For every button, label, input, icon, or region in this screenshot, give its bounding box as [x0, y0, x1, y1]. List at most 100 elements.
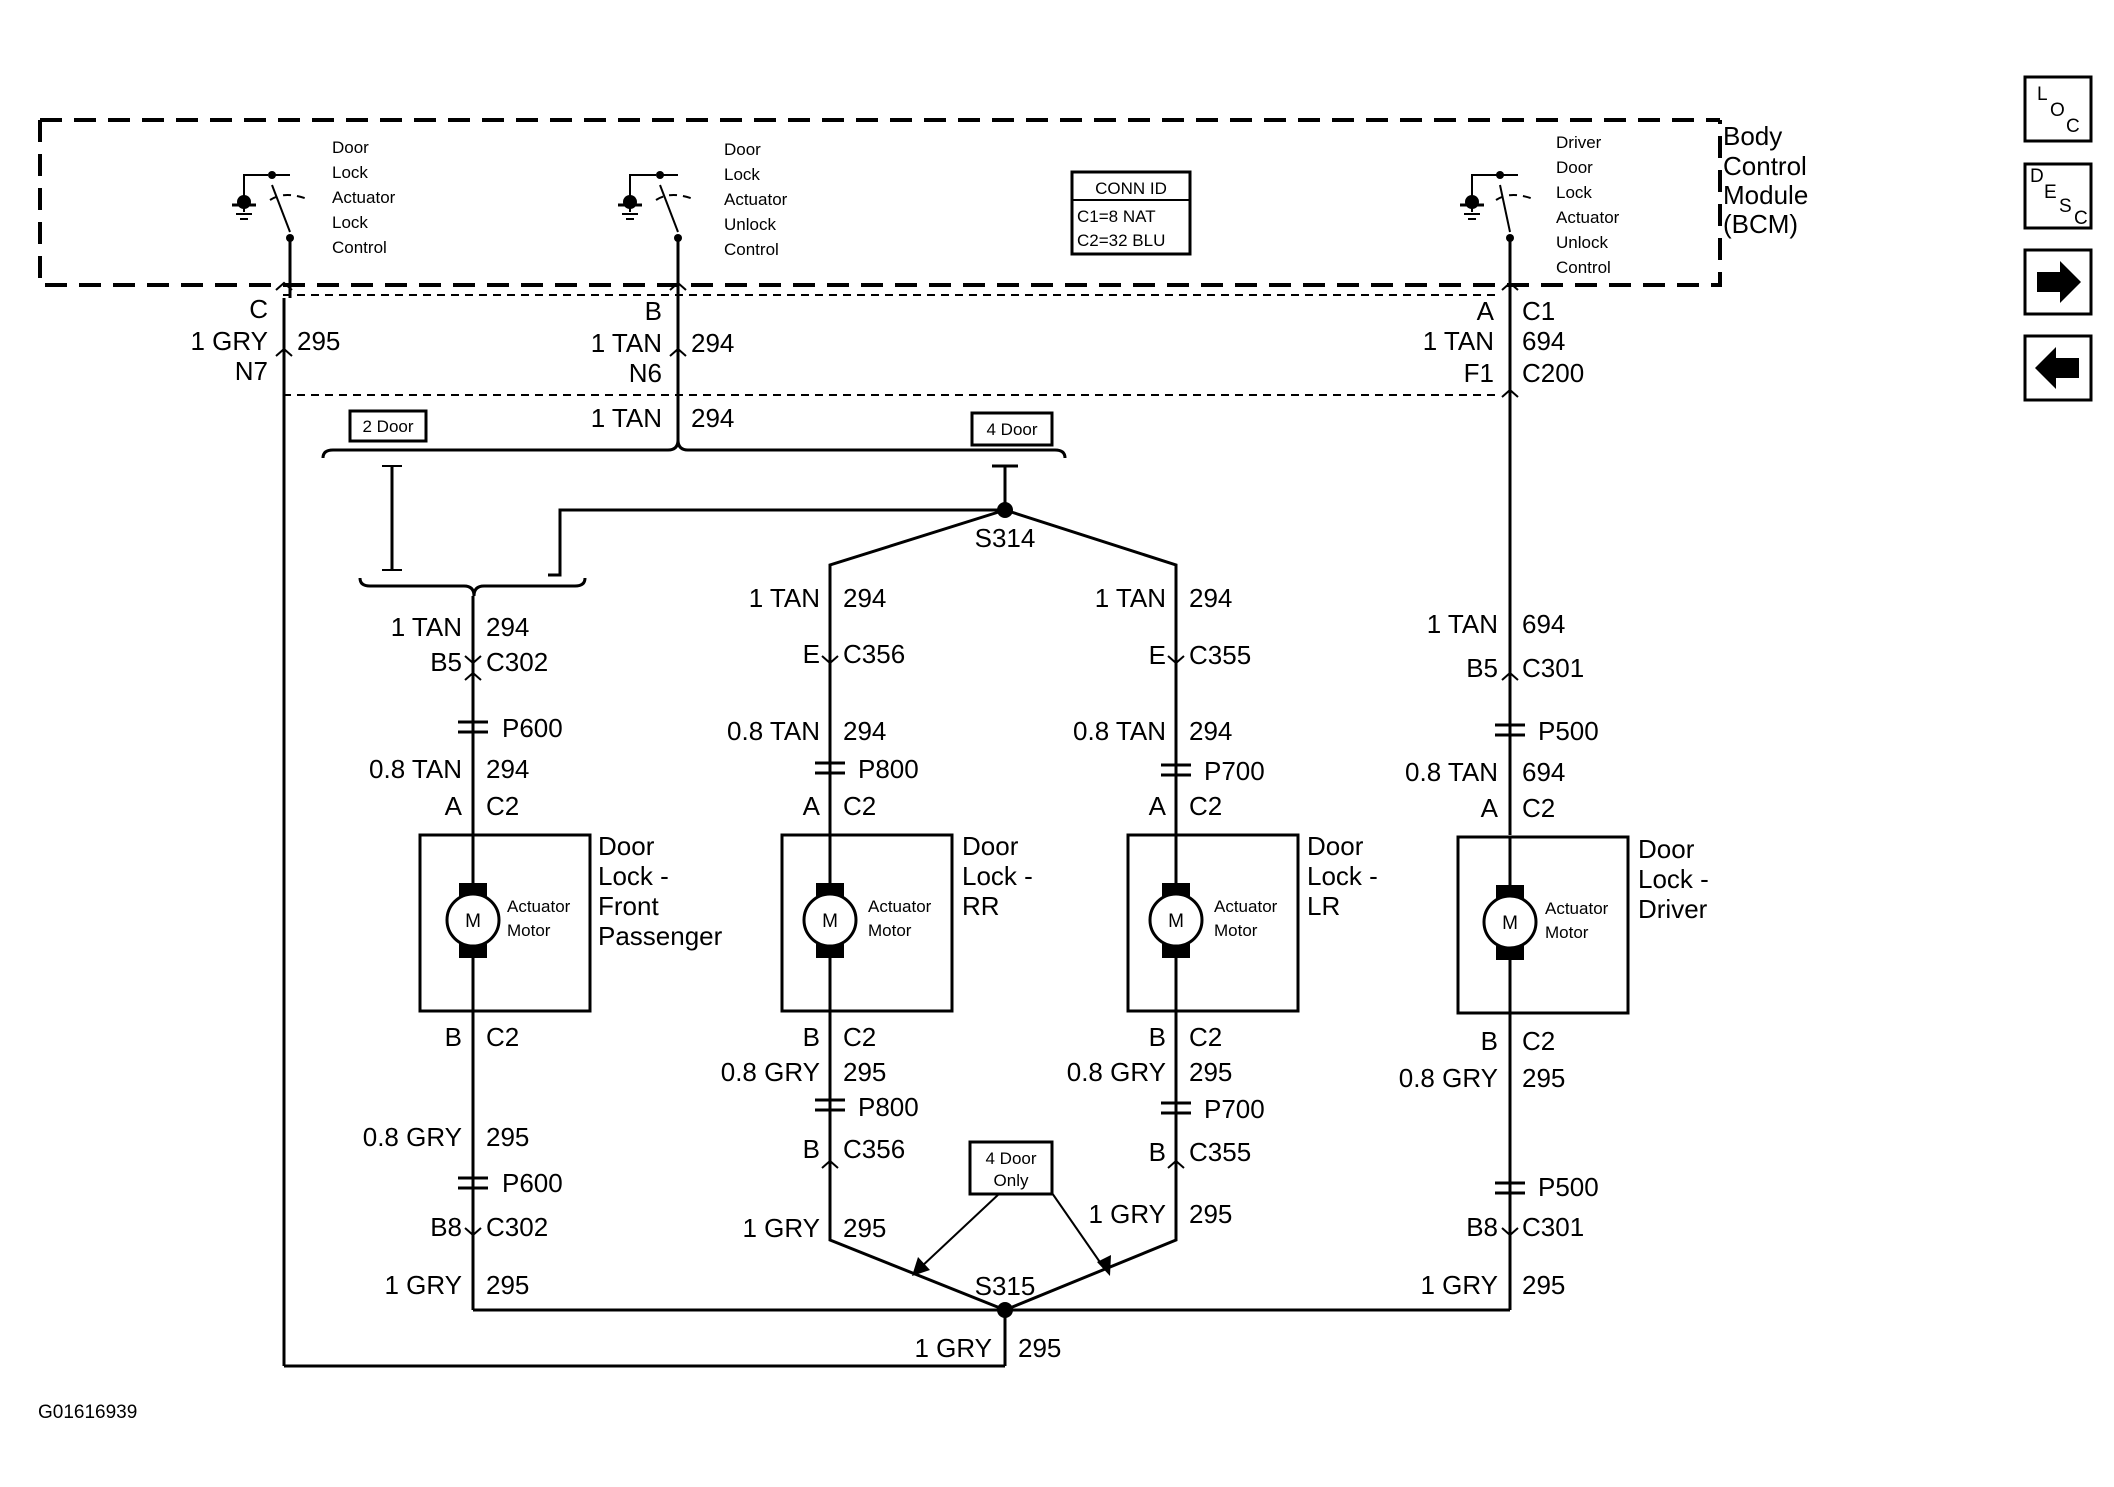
svg-text:C2: C2 — [486, 1022, 519, 1052]
svg-text:C301: C301 — [1522, 1212, 1584, 1242]
svg-text:Actuator: Actuator — [868, 897, 932, 916]
motor-symbol: M — [1502, 913, 1518, 934]
bcm-switch-driver-unlock — [1460, 171, 1537, 298]
bottom-wire-labels: 1 GRY 295 — [914, 1333, 1061, 1363]
svg-text:Door: Door — [1307, 831, 1364, 861]
svg-text:Lock: Lock — [332, 163, 368, 182]
svg-text:Control: Control — [1556, 258, 1611, 277]
bcm-title-line-3: Module — [1723, 180, 1808, 210]
svg-text:295: 295 — [1018, 1333, 1061, 1363]
option-4-door-only: 4 Door Only — [968, 1140, 1054, 1196]
svg-text:4 Door: 4 Door — [985, 1149, 1036, 1168]
svg-text:Lock: Lock — [724, 165, 760, 184]
svg-text:C2: C2 — [486, 791, 519, 821]
actuator-front-passenger: M Actuator Motor — [418, 833, 592, 1013]
svg-text:B5: B5 — [430, 647, 462, 677]
svg-text:294: 294 — [843, 716, 886, 746]
svg-text:694: 694 — [1522, 757, 1565, 787]
actuator-driver: M Actuator Motor — [1456, 835, 1630, 1015]
svg-text:B: B — [803, 1022, 820, 1052]
bcm-title-line-1: Body — [1723, 121, 1782, 151]
svg-text:Lock: Lock — [332, 213, 368, 232]
svg-text:0.8 GRY: 0.8 GRY — [363, 1122, 462, 1152]
svg-text:E: E — [2044, 182, 2057, 203]
svg-text:C302: C302 — [486, 1212, 548, 1242]
svg-text:B: B — [445, 1022, 462, 1052]
svg-text:2 Door: 2 Door — [362, 417, 413, 436]
bcm-title: Body Control Module (BCM) — [1723, 121, 1808, 239]
switch-label-driver-unlock-control: Driver Door Lock Actuator Unlock Control — [1556, 133, 1620, 277]
svg-text:Front: Front — [598, 891, 659, 921]
figure-id: G01616939 — [38, 1402, 137, 1423]
actuator-name-rr: Door Lock - RR — [962, 831, 1033, 921]
bcm-switch-unlock — [618, 171, 697, 298]
connector-marks — [275, 281, 1519, 1237]
forward-arrow-button[interactable] — [2023, 248, 2093, 316]
svg-text:694: 694 — [1522, 609, 1565, 639]
splice-s314 — [997, 502, 1013, 518]
svg-text:P500: P500 — [1538, 716, 1599, 746]
svg-text:294: 294 — [486, 612, 529, 642]
svg-text:1 TAN: 1 TAN — [1095, 583, 1166, 613]
back-arrow-button[interactable] — [2023, 334, 2093, 402]
svg-text:C356: C356 — [843, 1134, 905, 1164]
top-connector-mid-labels: B 1 TAN 294 N6 — [591, 296, 735, 388]
svg-text:P700: P700 — [1204, 1094, 1265, 1124]
svg-text:C2: C2 — [1189, 1022, 1222, 1052]
motor-symbol: M — [822, 911, 838, 932]
svg-text:A: A — [803, 791, 821, 821]
svg-text:Control: Control — [724, 240, 779, 259]
arrow-right-icon — [2037, 261, 2081, 303]
svg-text:B: B — [803, 1134, 820, 1164]
option-4-door: 4 Door — [970, 411, 1054, 447]
svg-text:Motor: Motor — [507, 921, 551, 940]
svg-text:295: 295 — [486, 1122, 529, 1152]
svg-text:D: D — [2030, 166, 2044, 187]
actuator-name-front-passenger: Door Lock - Front Passenger — [598, 831, 723, 951]
rr-column-labels: E C356 0.8 TAN 294 P800 A C2 B C2 0.8 GR… — [721, 639, 919, 1243]
svg-text:1 GRY: 1 GRY — [1420, 1270, 1498, 1300]
svg-text:L: L — [2037, 84, 2048, 105]
svg-text:C: C — [2066, 116, 2080, 137]
svg-text:Door: Door — [1638, 834, 1695, 864]
actuator-rr: M Actuator Motor — [780, 833, 954, 1013]
svg-text:P500: P500 — [1538, 1172, 1599, 1202]
motor-symbol: M — [465, 911, 481, 932]
svg-text:C356: C356 — [843, 639, 905, 669]
svg-text:Door: Door — [332, 138, 369, 157]
svg-text:Actuator: Actuator — [1214, 897, 1278, 916]
svg-text:C: C — [2074, 208, 2088, 229]
svg-text:B: B — [1481, 1026, 1498, 1056]
svg-text:P600: P600 — [502, 1168, 563, 1198]
passthrough-marks — [458, 720, 1525, 1195]
svg-text:1 TAN: 1 TAN — [591, 328, 662, 358]
svg-text:295: 295 — [1522, 1063, 1565, 1093]
motor-symbol: M — [1168, 911, 1184, 932]
svg-text:A: A — [1477, 296, 1495, 326]
svg-text:C2: C2 — [843, 1022, 876, 1052]
s314-branch-labels: 1 TAN 294 1 TAN 294 — [749, 583, 1233, 613]
conn-id-title: CONN ID — [1095, 179, 1167, 198]
svg-text:Control: Control — [332, 238, 387, 257]
svg-text:294: 294 — [1189, 716, 1232, 746]
svg-text:B8: B8 — [430, 1212, 462, 1242]
svg-text:Actuator: Actuator — [1556, 208, 1620, 227]
svg-text:O: O — [2050, 100, 2065, 121]
svg-text:Motor: Motor — [1214, 921, 1258, 940]
svg-text:N7: N7 — [235, 356, 268, 386]
top-connector-left-labels: C 1 GRY 295 N7 — [190, 294, 340, 386]
svg-text:B8: B8 — [1466, 1212, 1498, 1242]
svg-text:1 TAN: 1 TAN — [1423, 326, 1494, 356]
svg-text:Actuator: Actuator — [507, 897, 571, 916]
svg-text:C302: C302 — [486, 647, 548, 677]
svg-text:295: 295 — [843, 1213, 886, 1243]
switch-label-lock-control: Door Lock Actuator Lock Control — [332, 138, 396, 257]
conn-id-box: CONN ID C1=8 NAT C2=32 BLU — [1070, 170, 1192, 256]
svg-text:A: A — [1481, 793, 1499, 823]
svg-text:Actuator: Actuator — [332, 188, 396, 207]
loc-button[interactable]: L O C — [2023, 75, 2093, 143]
svg-text:E: E — [803, 639, 820, 669]
desc-button[interactable]: D E S C — [2023, 162, 2093, 230]
bcm-outline — [38, 118, 1722, 396]
svg-text:0.8 TAN: 0.8 TAN — [727, 716, 820, 746]
